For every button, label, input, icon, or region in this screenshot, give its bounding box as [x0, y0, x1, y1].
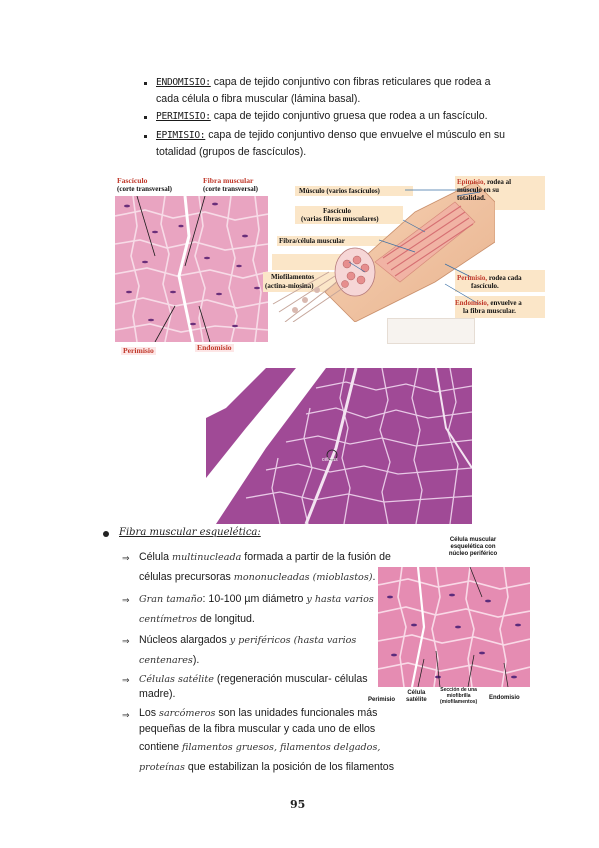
tag-bg — [295, 186, 413, 196]
label-endomisio-right: Endomisio, envuelve a la fibra muscular. — [455, 299, 522, 315]
bullet-marker — [144, 116, 147, 119]
tag-bg — [295, 206, 403, 224]
arrow-marker: ⇒ — [122, 553, 130, 563]
bullet-marker — [144, 82, 147, 85]
item-multinucleada-cont: células precursoras mononucleadas (miobl… — [139, 571, 376, 583]
label-celula-muscular: Célula muscular esquelética con núcleo p… — [448, 537, 498, 557]
label-celulas: células — [322, 457, 338, 463]
label-endomisio-3: Endomisio — [489, 695, 520, 701]
item-gran-tamano: Gran tamaño: 10-100 µm diámetro y hasta … — [139, 593, 374, 605]
tag-bg — [277, 236, 395, 246]
label-fasciculo-sub: (corte transversal) — [117, 185, 173, 193]
item-celulas-satelite: Células satélite (regeneración muscular-… — [139, 673, 368, 685]
page-number: 95 — [290, 798, 306, 811]
label-epimisio: Epimisio, rodea al músculo en su totalid… — [457, 178, 512, 202]
tag-bg — [455, 270, 545, 292]
skeletal-cell-figure: Célula muscular esquelética con núcleo p… — [368, 537, 533, 717]
label-fasciculo2: Fascículo — [323, 207, 351, 215]
definition-perimisio: PERIMISIO: capa de tejido conjuntivo gru… — [156, 110, 488, 122]
arrow-marker: ⇒ — [122, 675, 130, 685]
label-endomisio: Endomisio — [195, 343, 234, 352]
item-sarcomeros-l4: proteínas que estabilizan la posición de… — [139, 761, 394, 773]
label-musculo: Músculo (varios fascículos) — [299, 187, 380, 195]
label-miofilamentos-sub: (actina-miosina) — [265, 282, 314, 290]
label-fibra-muscular-sub: (corte transversal) — [203, 185, 259, 193]
item-nucleos-cont: centenares). — [139, 654, 200, 666]
label-perimisio-right: Perimisio, rodea cada fascículo. — [457, 274, 522, 290]
definition-endomisio-cont: cada célula o fibra muscular (lámina bas… — [156, 93, 361, 105]
histology-cross-section — [115, 196, 268, 342]
label-fibra-muscular: Fibra muscular — [203, 176, 254, 185]
skeletal-histology-image — [378, 567, 530, 687]
section-bullet — [103, 531, 109, 537]
label-fasciculo: Fascículo — [117, 176, 148, 185]
arrow-marker: ⇒ — [122, 710, 130, 720]
item-celulas-satelite-cont: madre). — [139, 688, 176, 700]
arrow-marker: ⇒ — [122, 595, 130, 605]
label-perimisio: Perimisio — [121, 346, 156, 355]
item-nucleos: Núcleos alargados y periféricos (hasta v… — [139, 634, 357, 646]
tag-bg — [455, 296, 545, 318]
tag-bg — [272, 254, 348, 270]
label-perimisio-3: Perimisio — [368, 697, 396, 703]
section-title: Fibra muscular esquelética: — [119, 527, 261, 538]
label-fibra-celula: Fibra/célula muscular — [279, 237, 345, 245]
item-sarcomeros-l3: contiene filamentos gruesos, filamentos … — [139, 741, 381, 753]
arrow-marker: ⇒ — [122, 636, 130, 646]
item-multinucleada: Célula multinucleada formada a partir de… — [139, 551, 391, 563]
definition-epimisio-cont: totalidad (grupos de fascículos). — [156, 146, 307, 158]
purple-histology-image — [206, 368, 472, 524]
label-miofilamentos: Miofilamentos — [271, 273, 315, 281]
item-gran-tamano-cont: centímetros de longitud. — [139, 613, 255, 625]
blank-box — [387, 318, 475, 344]
item-sarcomeros-l2: pequeñas de la fibra muscular y cada uno… — [139, 723, 376, 735]
label-seccion-miofibrilla: Sección de una miofibrilla (miofilamento… — [440, 687, 478, 705]
item-sarcomeros: Los sarcómeros son las unidades funciona… — [139, 707, 378, 719]
muscle-bundle-illustration — [272, 181, 495, 322]
label-celula-satelite: Célula satélite — [406, 690, 427, 703]
label-fasciculo2-sub: (varias fibras musculares) — [301, 215, 379, 223]
bullet-marker — [144, 135, 147, 138]
definition-endomisio: ENDOMISIO: capa de tejido conjuntivo con… — [156, 76, 491, 88]
definition-epimisio: EPIMISIO: capa de tejido conjuntivo dens… — [156, 129, 506, 141]
muscle-structure-figure: Fascículo (corte transversal) Fibra musc… — [115, 172, 546, 362]
tag-bg — [263, 272, 343, 292]
